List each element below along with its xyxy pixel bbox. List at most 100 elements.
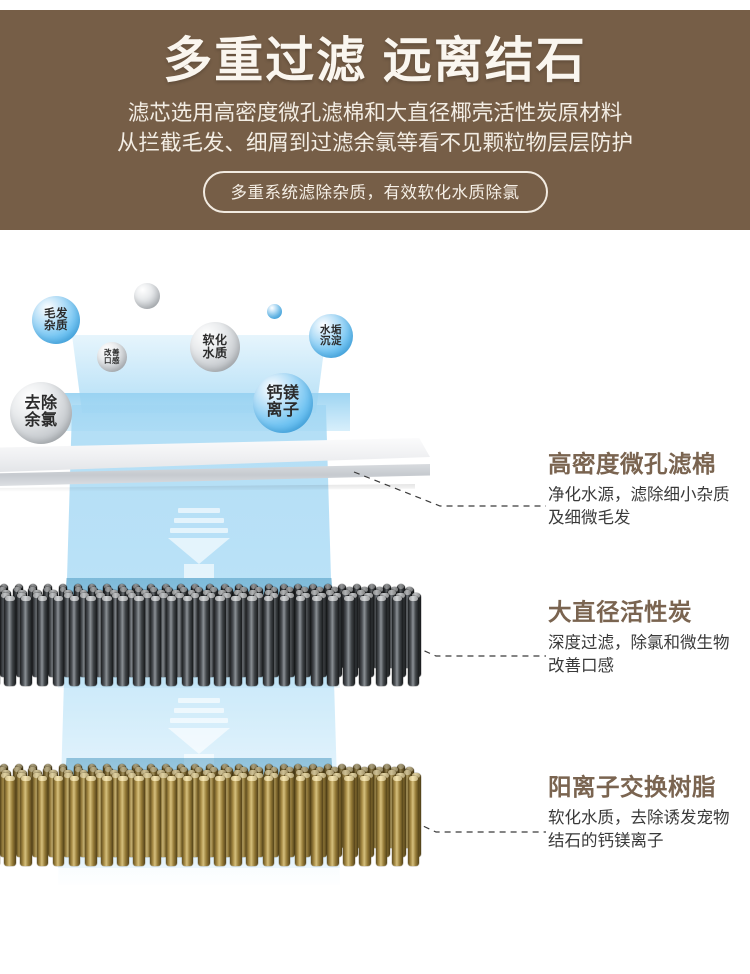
arrow-bar: [170, 528, 228, 533]
filter-media-rod: [101, 596, 113, 686]
filter-media-rod: [181, 596, 194, 686]
filter-media-rod: [230, 776, 242, 866]
filter-cotton-layer: [0, 438, 430, 496]
filter-media-rod: [343, 596, 355, 686]
filter-media-rod: [165, 596, 178, 686]
arrow-bar: [170, 718, 228, 723]
arrow-stem: [184, 564, 214, 578]
activated-carbon-layer: [0, 578, 430, 688]
filter-media-rod: [278, 596, 291, 686]
filter-media-rod: [85, 596, 97, 686]
filter-media-rod: [391, 596, 404, 686]
callout-description: 深度过滤，除氯和微生物 改善口感: [548, 632, 730, 679]
filter-media-rod: [311, 776, 323, 866]
callout-title: 阳离子交换树脂: [548, 774, 716, 800]
bubble-calcium-magnesium-ion: 钙镁 离子: [253, 373, 313, 433]
bubble-label-line-1: 改善: [104, 348, 120, 358]
filter-media-rod: [117, 596, 129, 686]
header-banner: 多重过滤 远离结石 滤芯选用高密度微孔滤棉和大直径椰壳活性炭原材料 从拦截毛发、…: [0, 10, 750, 230]
header-badge: 多重系统滤除杂质，有效软化水质除氯: [202, 170, 548, 213]
filter-media-rod: [407, 776, 420, 866]
header-subtitle: 滤芯选用高密度微孔滤棉和大直径椰壳活性炭原材料 从拦截毛发、细屑到过滤余氯等看不…: [117, 99, 633, 158]
callout-desc-line-1: 净化水源，滤除细小杂质: [548, 485, 730, 504]
filter-media-rod: [133, 776, 146, 866]
callout-activated-carbon: 大直径活性炭 深度过滤，除氯和微生物 改善口感: [548, 599, 730, 679]
filter-media-rod: [214, 596, 226, 686]
filter-media-rod: [20, 596, 33, 686]
filter-media-rod: [133, 596, 146, 686]
filter-media-rod: [85, 776, 97, 866]
filter-media-rod: [327, 776, 339, 866]
bubble-label-line-1: 毛发: [44, 307, 68, 320]
filter-media-rod: [198, 596, 210, 686]
arrow-bar: [178, 508, 220, 513]
callout-title: 大直径活性炭: [548, 599, 692, 625]
bubble-soften-water: 软化 水质: [190, 322, 240, 372]
filter-media-rod: [407, 596, 420, 686]
filter-media-rod: [52, 776, 65, 866]
bubble-label-line-2: 余氯: [24, 412, 58, 429]
bubble-label-line-2: 水质: [202, 346, 228, 360]
callout-description: 软化水质，去除诱发宠物 结石的钙镁离子: [548, 807, 730, 854]
filter-media-rod: [311, 596, 323, 686]
filter-media-rod: [230, 596, 242, 686]
filter-media-rod: [375, 776, 388, 866]
callout-cation-exchange-resin: 阳离子交换树脂 软化水质，去除诱发宠物 结石的钙镁离子: [548, 774, 730, 854]
filter-media-rod: [359, 776, 372, 866]
bubble-label-line-2: 沉淀: [320, 335, 342, 347]
filter-media-rod: [359, 596, 372, 686]
bubble-hair-impurity: 毛发 杂质: [32, 296, 80, 344]
bubble-label-line-1: 软化: [202, 333, 228, 348]
filter-media-rod: [391, 776, 404, 866]
filter-media-rod: [68, 776, 81, 866]
filter-media-rod: [294, 596, 307, 686]
filter-media-rod: [4, 776, 16, 866]
bubble-label-line-1: 钙镁: [266, 385, 300, 403]
bubble-label-line-1: 去除: [24, 395, 58, 413]
filter-media-rod: [375, 596, 388, 686]
filter-media-rod: [4, 596, 16, 686]
filter-media-rod: [36, 596, 49, 686]
arrow-head: [168, 728, 230, 754]
decorative-bubble-small: [267, 304, 282, 319]
arrow-bar: [178, 698, 220, 703]
filter-media-rod: [20, 776, 33, 866]
filter-media-rod: [149, 776, 162, 866]
page-title: 多重过滤 远离结石: [163, 34, 587, 88]
arrow-head: [168, 538, 230, 564]
filter-media-rod: [198, 776, 210, 866]
bubble-label-line-2: 杂质: [44, 320, 68, 332]
header-subtitle-line-2: 从拦截毛发、细屑到过滤余氯等看不见颗粒物层层防护: [116, 131, 633, 156]
filter-media-rod: [165, 776, 178, 866]
decorative-bubble-large: [134, 283, 160, 309]
filter-media-rod: [52, 596, 65, 686]
bubble-improve-taste: 改善 口感: [97, 342, 127, 372]
slab-shadow: [0, 484, 415, 492]
filter-media-rod: [343, 776, 355, 866]
callout-micro-porous-cotton: 高密度微孔滤棉 净化水源，滤除细小杂质 及细微毛发: [548, 451, 730, 531]
bubble-remove-residual-chlorine: 去除 余氯: [10, 382, 72, 444]
filter-media-rod: [149, 596, 162, 686]
filter-media-rod: [214, 776, 226, 866]
callout-desc-line-2: 及细微毛发: [548, 509, 631, 528]
bubble-scale-sediment: 水垢 沉淀: [309, 314, 353, 358]
filter-media-rod: [294, 776, 307, 866]
filter-media-rod: [68, 596, 81, 686]
callout-desc-line-1: 软化水质，去除诱发宠物: [548, 808, 730, 827]
filter-media-rod: [246, 596, 259, 686]
arrow-bar: [174, 518, 224, 523]
callout-desc-line-2: 改善口感: [548, 657, 614, 676]
bubble-label-line-1: 水垢: [320, 323, 342, 336]
filter-media-rod: [262, 596, 275, 686]
callout-desc-line-1: 深度过滤，除氯和微生物: [548, 633, 730, 652]
filter-media-rod: [327, 596, 339, 686]
callout-desc-line-2: 结石的钙镁离子: [548, 832, 664, 851]
bubble-label-line-2: 口感: [104, 356, 120, 365]
arrow-bar: [174, 708, 224, 713]
filter-media-rod: [278, 776, 291, 866]
filter-media-rod: [246, 776, 259, 866]
filter-diagram: 毛发 杂质 改善 口感 软化 水质 水垢 沉淀 钙镁 离: [0, 230, 750, 974]
filter-media-rod: [117, 776, 129, 866]
resin-layer: [0, 758, 430, 868]
